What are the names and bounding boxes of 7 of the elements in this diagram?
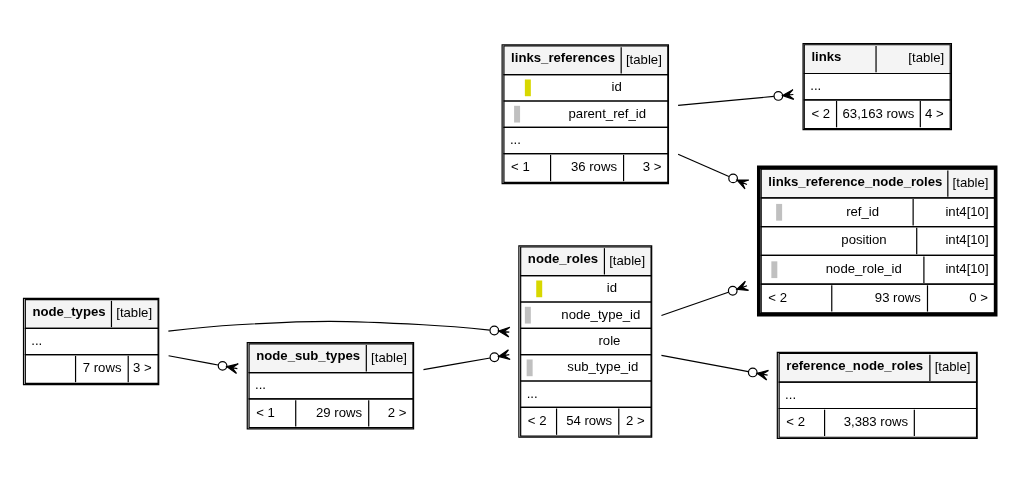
connector <box>660 280 750 316</box>
connector <box>168 354 239 374</box>
connector <box>167 320 511 337</box>
connector <box>660 354 770 381</box>
connector <box>422 348 511 370</box>
connector <box>677 153 750 189</box>
connector <box>677 88 795 106</box>
